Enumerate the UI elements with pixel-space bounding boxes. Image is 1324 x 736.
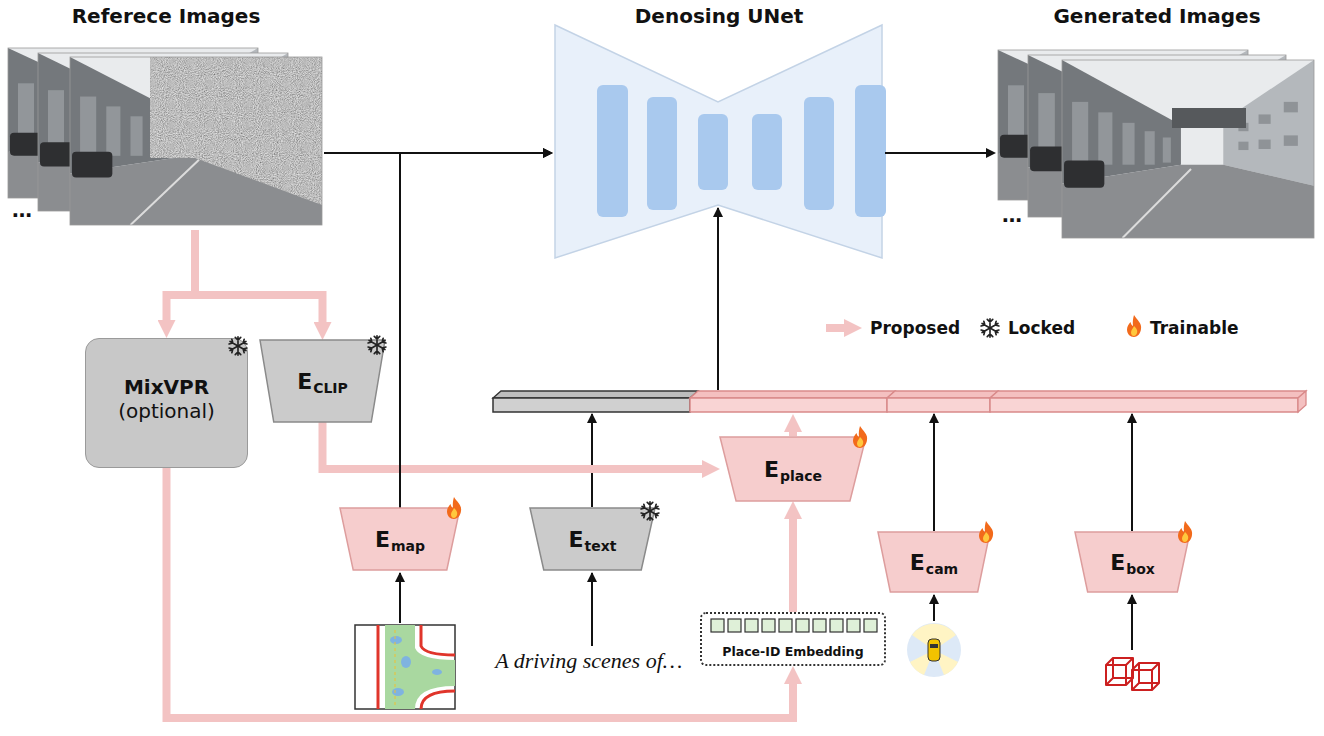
locked-badge [368,336,387,354]
photo [70,57,322,225]
encoder-subscript: place [780,468,822,484]
trainable-encoder: Ebox [1075,532,1190,592]
box-icon [1106,658,1159,690]
data-arrow [885,152,988,154]
trainable-badge [447,497,461,519]
noise-overlay [150,57,322,225]
proposed-arrow [789,428,797,436]
encoder-symbol: E [764,457,779,482]
image-stack: Referece Images [8,4,324,230]
encoder-symbol: E [910,550,925,575]
map-illustration [355,625,455,709]
trainable-encoder: Ecam [878,532,990,592]
photo [1062,60,1314,238]
proposed-arrow [167,468,794,718]
snowflake-sample [981,319,1000,337]
encoder-symbol: E [569,527,584,552]
encoder-subscript: box [1126,561,1155,577]
legend-text: Proposed [870,318,960,338]
section-heading: Generated Images [1053,4,1260,28]
generated-image-stack [998,50,1314,238]
legend-text: Locked [1008,318,1075,338]
condition-token-bar [493,391,1306,412]
unet-block: Denosing UNet [553,4,885,262]
encoder-subscript: text [585,538,617,554]
encoder-symbol: E [375,527,390,552]
encoder-symbol: E [1110,550,1125,575]
box-label: Place-ID Embedding [722,644,863,659]
frozen-module: MixVPR(optional) [85,338,248,468]
embedding-cells [711,619,877,632]
embedding-box: Place-ID Embedding [700,612,886,666]
trainable-badge [979,521,993,543]
prompt-text: A driving scenes of… [495,648,682,674]
data-arrow [400,153,545,508]
encoder-subscript: cam [926,561,958,577]
section-heading: Denosing UNet [635,4,804,28]
flame-sample [1127,315,1141,337]
image-stack: Generated Images [996,4,1318,240]
frozen-encoder: Etext [530,508,655,570]
encoder-subscript: CLIP [313,380,348,396]
module-name: MixVPR [124,375,209,399]
proposed-arrow [789,515,797,612]
locked-badge [641,502,660,520]
reference-image-stack [8,48,322,225]
legend-text: Trainable [1150,318,1239,338]
unet-shape [555,25,886,258]
trainable-encoder: Emap [340,508,460,570]
section-heading: Referece Images [72,4,261,28]
ellipsis-mark: … [12,198,32,222]
proposed-arrow [167,230,196,324]
ellipsis-mark: … [1002,203,1022,227]
module-note: (optional) [118,399,215,423]
trainable-badge [1178,521,1192,543]
legend-arrow-sample [826,324,848,332]
trainable-encoder: Eplace [720,437,866,501]
encoder-subscript: map [391,538,425,554]
feed-arrows [400,208,1132,650]
encoder-symbol: E [297,369,312,394]
proposed-arrow [323,422,707,469]
trainable-badge [853,426,867,448]
locked-badge [229,337,248,355]
frozen-encoder: ECLIP [260,340,385,422]
proposed-arrow [195,230,323,326]
camera-icon [907,623,961,677]
